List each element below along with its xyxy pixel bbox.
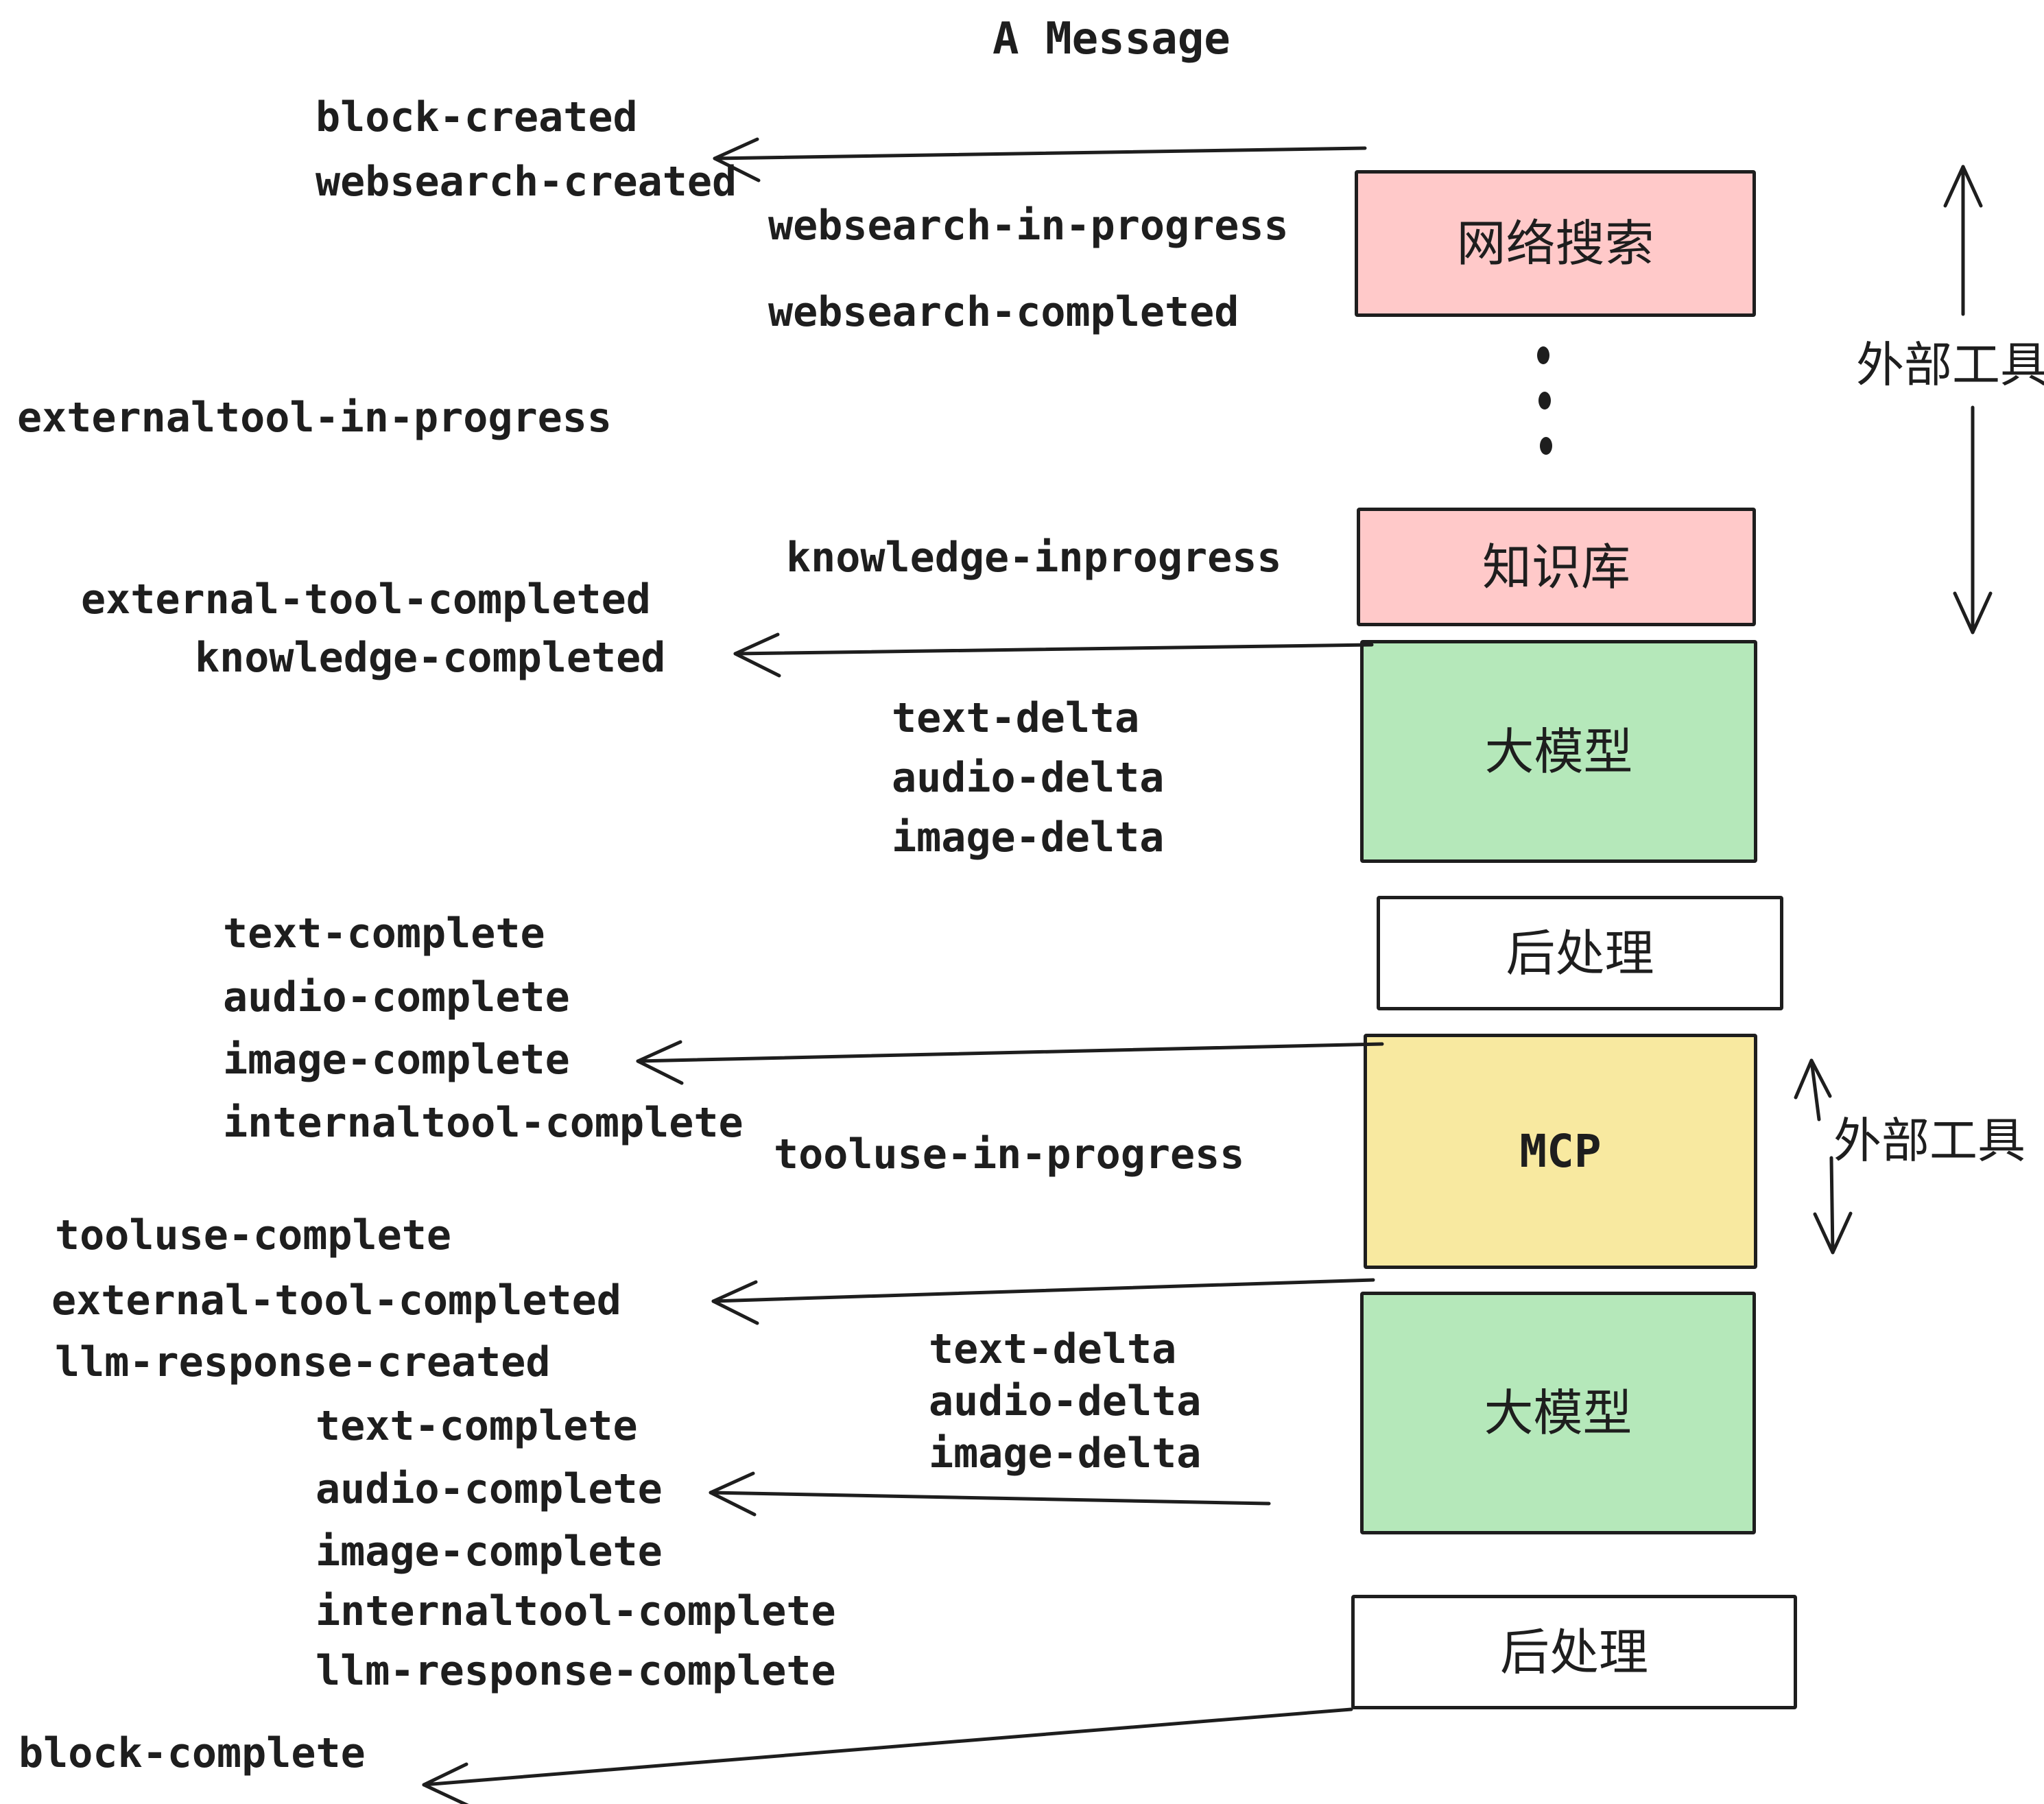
event-label-llm-response-complete: llm-response-complete [316, 1647, 836, 1695]
event-label-internaltool-complete-1: internaltool-complete [223, 1099, 744, 1147]
diagram-title: A Message [993, 14, 1231, 64]
event-label-image-complete-2: image-complete [316, 1528, 663, 1576]
arrow-to-knowledge-completed-head-icon [733, 632, 781, 678]
event-label-image-delta-2: image-delta [929, 1429, 1202, 1477]
node-label-postprocess-2: 后处理 [1499, 1623, 1648, 1681]
arrow-to-tooluse-complete-head-icon [711, 1280, 759, 1325]
event-label-llm-response-created: llm-response-created [55, 1338, 551, 1386]
node-box-postprocess-2: 后处理 [1351, 1595, 1797, 1709]
node-box-knowledge: 知识库 [1357, 508, 1756, 626]
ellipsis-dot-2 [1538, 392, 1551, 410]
event-label-block-created: block-created [316, 93, 638, 141]
external-tools-1-down-head-icon [1953, 591, 1993, 634]
external-tools-2-up-line [1809, 1058, 1821, 1121]
side-label-external-tools-2: 外部工具 [1833, 1113, 2025, 1169]
event-label-audio-complete-2: audio-complete [316, 1465, 663, 1513]
arrow-to-block-complete-line [422, 1707, 1353, 1787]
external-tools-2-down-line [1829, 1156, 1835, 1255]
node-box-llm-1: 大模型 [1360, 640, 1757, 863]
node-box-llm-2: 大模型 [1360, 1292, 1756, 1534]
ellipsis-dot-3 [1540, 437, 1552, 455]
arrow-to-tooluse-complete-line [711, 1278, 1375, 1303]
event-label-external-tool-completed-2: external-tool-completed [51, 1277, 621, 1325]
arrow-to-block-complete-head-icon [422, 1762, 469, 1804]
side-label-external-tools-1: 外部工具 [1856, 337, 2044, 393]
event-label-knowledge-completed: knowledge-completed [195, 634, 666, 682]
node-box-websearch: 网络搜索 [1355, 170, 1756, 317]
arrow-to-audio-complete-line [709, 1491, 1271, 1506]
event-label-knowledge-inprogress: knowledge-inprogress [786, 534, 1282, 582]
event-label-block-complete: block-complete [19, 1729, 366, 1777]
node-label-llm-2: 大模型 [1484, 1384, 1632, 1442]
node-label-postprocess-1: 后处理 [1506, 924, 1654, 982]
event-label-text-complete-2: text-complete [316, 1402, 638, 1450]
node-label-knowledge: 知识库 [1482, 538, 1630, 596]
event-label-externaltool-in-progress: externaltool-in-progress [17, 394, 612, 442]
event-label-websearch-created: websearch-created [316, 158, 737, 206]
node-box-postprocess-1: 后处理 [1377, 896, 1783, 1010]
node-label-websearch: 网络搜索 [1456, 215, 1654, 272]
arrow-to-knowledge-completed-line [733, 643, 1374, 656]
external-tools-1-up-head-icon [1943, 165, 1983, 208]
event-label-audio-delta-2: audio-delta [929, 1377, 1202, 1425]
external-tools-2-up-head-icon [1794, 1058, 1832, 1100]
arrow-to-image-complete-head-icon [636, 1040, 684, 1085]
event-label-audio-delta-1: audio-delta [892, 754, 1165, 802]
event-label-websearch-in-progress: websearch-in-progress [768, 202, 1289, 250]
ellipsis-dot-1 [1537, 346, 1549, 364]
event-label-tooluse-in-progress: tooluse-in-progress [774, 1130, 1245, 1178]
arrow-to-audio-complete-head-icon [709, 1471, 757, 1517]
event-label-internaltool-complete-2: internaltool-complete [316, 1587, 836, 1635]
arrow-to-image-complete-line [636, 1042, 1384, 1063]
external-tools-2-down-head-icon [1813, 1211, 1853, 1255]
event-label-text-complete-1: text-complete [223, 910, 545, 958]
arrow-to-block-created-line [713, 146, 1367, 161]
node-label-mcp: MCP [1519, 1124, 1602, 1178]
event-label-text-delta-1: text-delta [892, 694, 1140, 742]
event-label-external-tool-completed: external-tool-completed [81, 575, 651, 624]
event-label-text-delta-2: text-delta [929, 1325, 1177, 1373]
event-label-tooluse-complete: tooluse-complete [55, 1211, 451, 1259]
node-box-mcp: MCP [1364, 1034, 1757, 1269]
event-label-audio-complete-1: audio-complete [223, 973, 570, 1021]
node-label-llm-1: 大模型 [1484, 722, 1633, 781]
event-label-image-delta-1: image-delta [892, 814, 1165, 862]
event-label-websearch-completed: websearch-completed [768, 288, 1239, 336]
event-label-image-complete-1: image-complete [223, 1036, 570, 1084]
